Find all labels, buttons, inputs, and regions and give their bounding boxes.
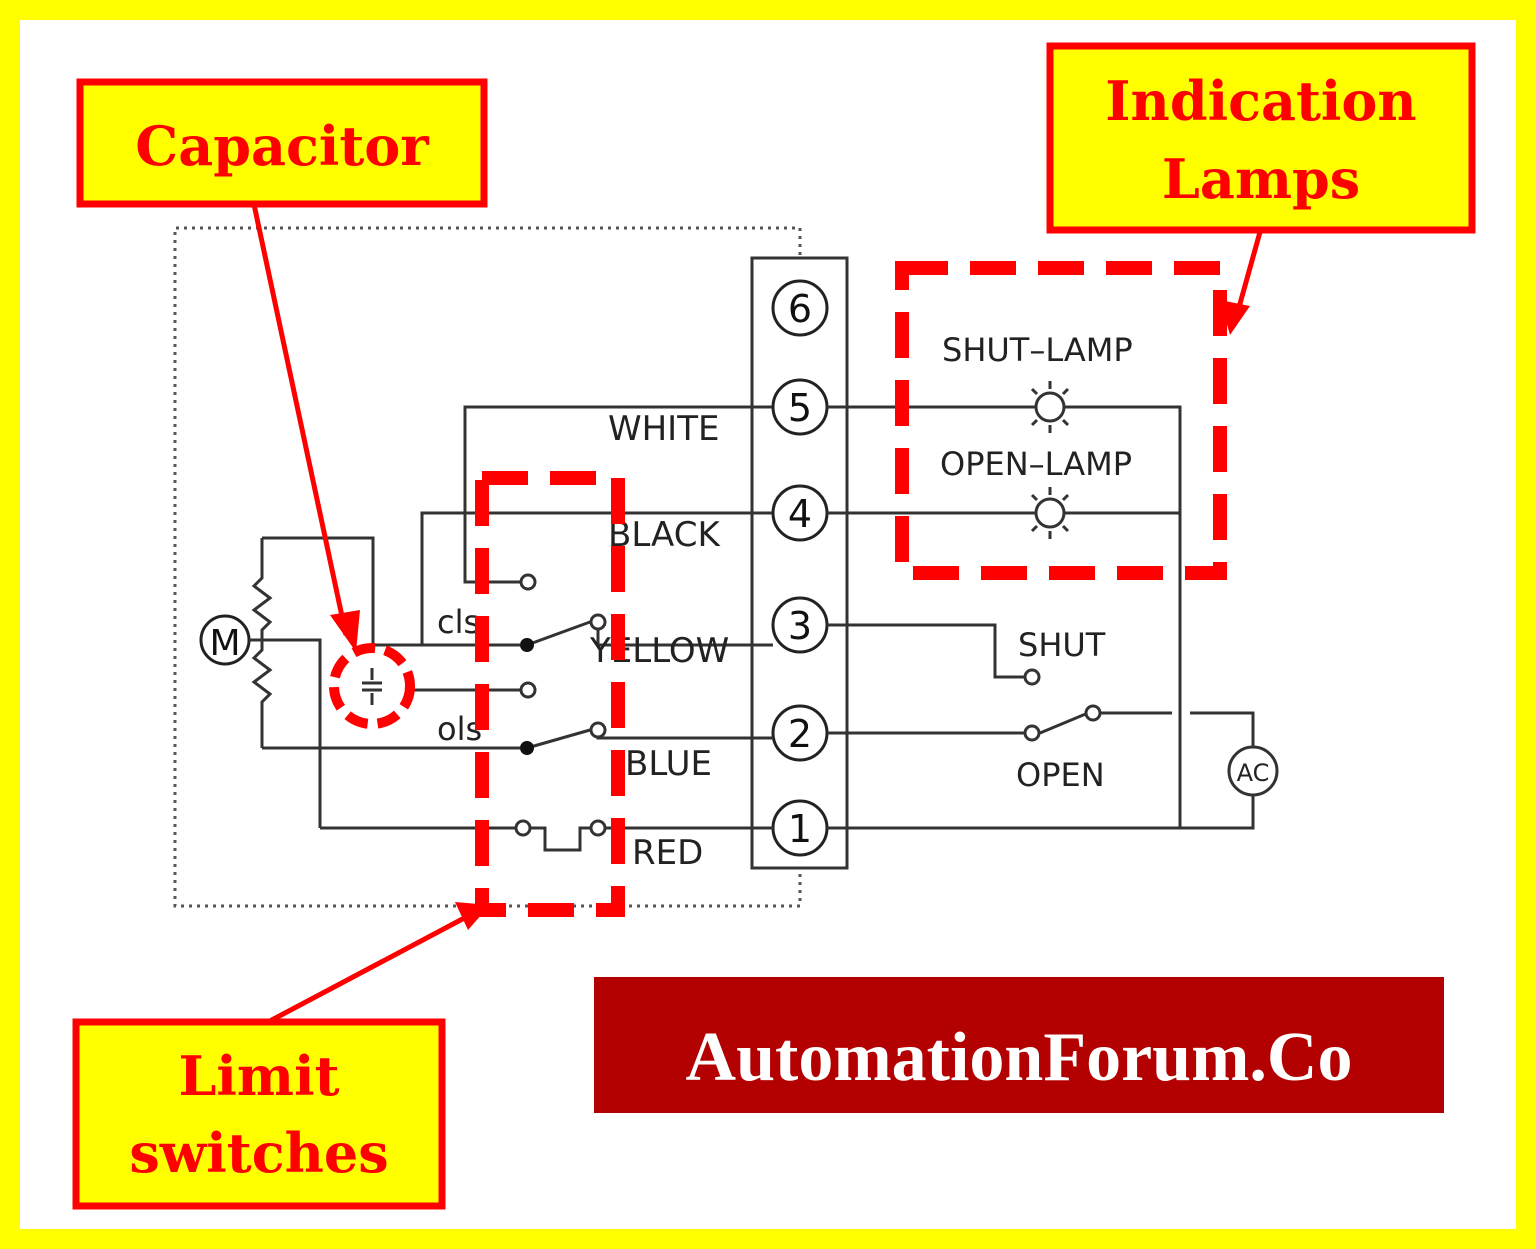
wire-label-yellow: YELLOW [589,631,729,671]
terminal-3: 3 [771,596,829,654]
switch-pivots [520,638,534,755]
limit-switches-highlight-box [475,471,625,917]
brand-text: AutomationForum.Co [686,1019,1353,1096]
capacitor-arrow [249,194,349,636]
motor-label: M [209,623,240,664]
wire-label-white: WHITE [608,409,719,449]
terminal-6: 6 [771,279,829,337]
wire-label-blue: BLUE [625,744,712,784]
open-switch-label: OPEN [1016,756,1105,794]
cls-label: cls [437,603,480,641]
callout-arrows [249,194,1263,1025]
terminal-4: 4 [771,484,829,542]
indication-lamps-callout: Indication Lamps [1046,42,1476,234]
terminal-2-number: 2 [788,712,812,756]
terminal-2: 2 [771,704,829,762]
terminal-3-number: 3 [788,604,812,648]
limit-switches-arrow [266,912,472,1025]
wiring [320,405,1255,852]
capacitor-symbol [362,668,382,705]
wire-label-black: BLACK [608,515,721,555]
terminal-1: 1 [771,799,829,857]
terminal-5: 5 [771,378,829,436]
limit-callout-line2: switches [129,1121,388,1185]
open-lamp-label: OPEN–LAMP [940,445,1132,483]
limit-switches-callout: Limit switches [72,1018,446,1210]
switch-contacts [514,573,1102,837]
brand-banner: AutomationForum.Co [594,977,1444,1113]
terminal-block [750,256,849,870]
ols-label: ols [437,710,482,748]
enclosure-dotted-border [173,226,802,908]
limit-callout-line1: Limit [178,1044,339,1108]
wire-label-red: RED [632,833,703,873]
indication-callout-line2: Lamps [1162,147,1360,211]
capacitor-callout-text: Capacitor [135,114,429,178]
shut-lamp-icon [1024,381,1076,433]
ac-source: AC [1227,745,1279,797]
lamps-highlight-box [895,261,1227,580]
terminal-4-number: 4 [788,492,812,536]
arrowheads [330,300,1250,930]
capacitor-callout: Capacitor [76,78,488,208]
shut-switch-label: SHUT [1018,626,1106,664]
terminal-1-number: 1 [788,807,812,851]
capacitor-highlight-circle [329,643,415,729]
ac-label: AC [1237,759,1270,787]
terminal-6-number: 6 [788,287,812,331]
terminal-5-number: 5 [788,386,812,430]
shut-lamp-label: SHUT–LAMP [942,331,1133,369]
motor-symbol: M [199,614,251,666]
indication-callout-line1: Indication [1105,69,1416,133]
lamps-arrow [1233,231,1263,319]
open-lamp-icon [1024,487,1076,539]
